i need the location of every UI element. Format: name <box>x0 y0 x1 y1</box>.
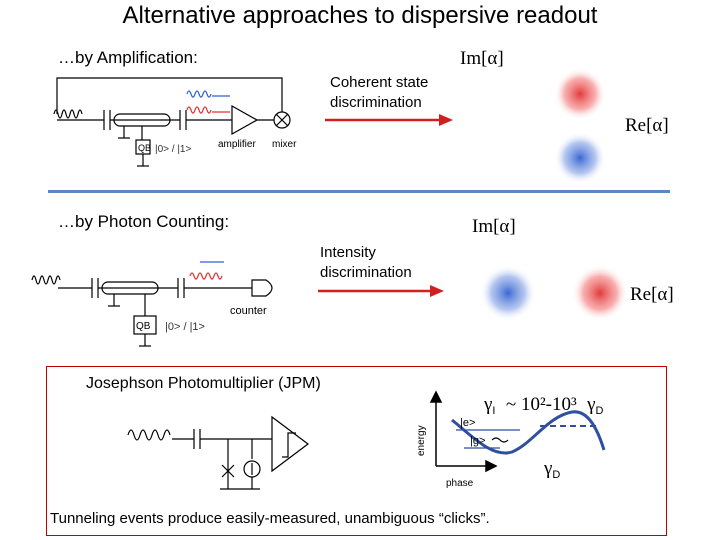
readout-tones <box>189 261 224 280</box>
coherent-arrow <box>325 114 453 126</box>
im-axis-label-1: Im[α] <box>460 48 504 69</box>
circuit-wires <box>127 415 309 490</box>
energy-axis-label: energy <box>416 425 427 456</box>
readout-tones <box>186 90 230 114</box>
state-label: |0> / |1> <box>165 321 205 333</box>
ground-label: |g> <box>470 435 485 447</box>
jpm-caption: Tunneling events produce easily-measured… <box>50 510 490 527</box>
amplification-circuit: QB |0> / |1> amplifier mixer <box>53 77 297 167</box>
state-blue-blob <box>554 132 606 182</box>
im-axis-label-2: Im[α] <box>472 216 516 237</box>
coherent-label-1: Coherent state <box>330 74 429 91</box>
intensity-label-1: Intensity <box>320 244 376 261</box>
state-blue-blob <box>480 265 536 321</box>
amplifier-label: amplifier <box>218 139 256 150</box>
coherent-label-2: discrimination <box>330 94 422 111</box>
state-blobs-1 <box>554 68 606 182</box>
gamma-d-label: γD <box>544 458 561 482</box>
state-red-blob <box>572 265 628 321</box>
circuit-wires <box>56 77 291 167</box>
potential-curve <box>451 410 606 455</box>
gamma-ratio: γI ~ 10²-10³ γD <box>484 394 604 418</box>
state-red-blob <box>554 68 606 120</box>
re-axis-label-1: Re[α] <box>625 115 669 136</box>
intensity-arrow <box>318 285 444 297</box>
excited-label: |e> <box>460 417 475 429</box>
slide-title: Alternative approaches to dispersive rea… <box>122 2 598 29</box>
tunneling-arrow <box>491 437 509 443</box>
mixer-label: mixer <box>272 139 297 150</box>
re-axis-label-2: Re[α] <box>630 284 674 305</box>
amplification-heading: …by Amplification: <box>58 48 198 67</box>
qb-label: QB <box>138 143 151 153</box>
counter-label: counter <box>230 305 267 317</box>
qb-label: QB <box>136 321 151 332</box>
circuit-wires <box>31 275 273 347</box>
phase-axis-label: phase <box>446 478 474 489</box>
plot-axes <box>429 390 498 473</box>
jpm-circuit <box>127 415 309 490</box>
section-divider <box>48 190 670 193</box>
state-blobs-2 <box>480 265 628 321</box>
input-wave <box>53 109 83 119</box>
counting-circuit: QB |0> / |1> counter <box>31 261 273 347</box>
jpm-box <box>46 366 667 536</box>
counting-heading: …by Photon Counting: <box>58 212 230 231</box>
jpm-potential-plot: energy phase |e> |g> <box>416 390 606 489</box>
jpm-heading: Josephson Photomultiplier (JPM) <box>86 375 321 392</box>
intensity-label-2: discrimination <box>320 264 412 281</box>
state-label: |0> / |1> <box>155 144 191 155</box>
